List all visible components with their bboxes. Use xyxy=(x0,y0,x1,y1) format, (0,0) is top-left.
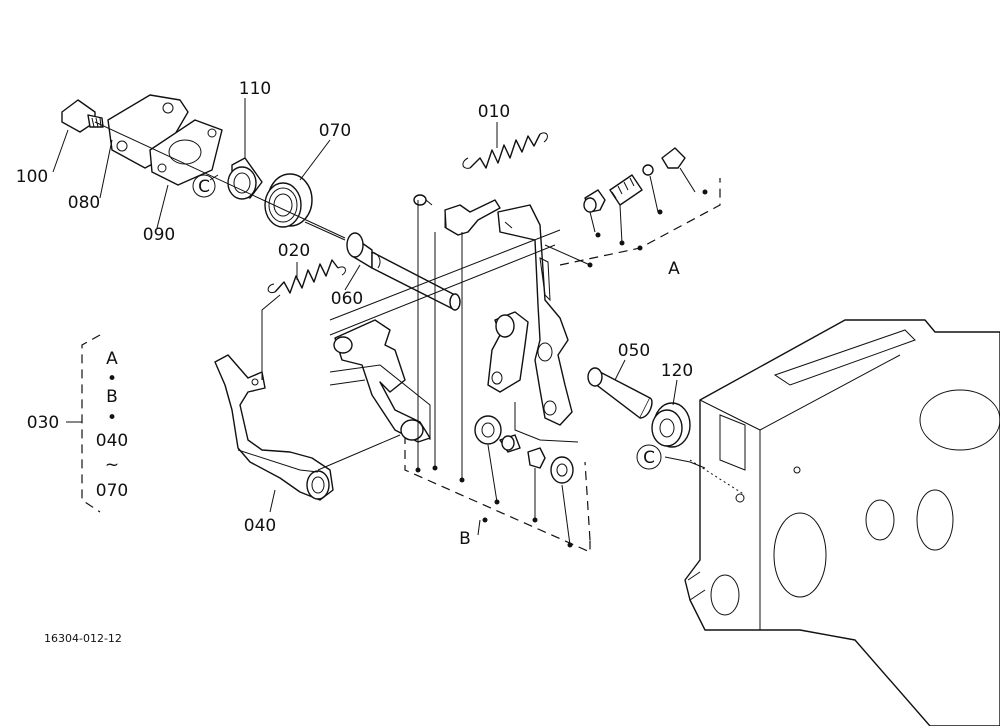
set-030-line2: B xyxy=(106,387,118,407)
group-a-parts xyxy=(583,147,686,213)
shaft-060 xyxy=(346,232,461,311)
figure-code: 16304-012-12 xyxy=(44,632,122,645)
spring-010 xyxy=(462,132,548,169)
label-070: 070 xyxy=(319,121,351,141)
set-030-callout: 030 A • B • 040 ~ 070 xyxy=(27,334,128,513)
bearing-120 xyxy=(651,402,691,448)
spring-020 xyxy=(267,259,346,294)
bearing-070 xyxy=(264,173,313,228)
marker-c-left: C xyxy=(198,177,210,197)
label-060: 060 xyxy=(331,289,363,309)
set-030-sep1: • xyxy=(107,369,117,389)
bracket-plate xyxy=(487,204,573,426)
bushing-110 xyxy=(227,157,263,200)
group-b-outline xyxy=(404,420,591,553)
part-leaders xyxy=(52,98,706,513)
label-030: 030 xyxy=(27,413,59,433)
set-030-line3: 040 xyxy=(96,431,128,451)
label-120: 120 xyxy=(661,361,693,381)
marker-c-right: C xyxy=(643,448,655,468)
marker-a: A xyxy=(668,259,680,279)
label-110: 110 xyxy=(239,79,271,99)
marker-b: B xyxy=(459,529,471,549)
lever-040 xyxy=(214,354,334,501)
leader-dots xyxy=(415,167,708,548)
lock-clip xyxy=(444,199,501,236)
engine-block xyxy=(684,319,1000,726)
set-030-sep2: • xyxy=(107,408,117,428)
marker-c-right-circle xyxy=(636,444,662,470)
set-030-line1: A xyxy=(106,349,118,369)
label-100: 100 xyxy=(16,167,48,187)
label-090: 090 xyxy=(143,225,175,245)
set-030-sep3: ~ xyxy=(105,455,119,475)
bolt-100 xyxy=(61,99,104,133)
gasket-090 xyxy=(149,119,223,186)
group-b-leader xyxy=(477,519,481,536)
label-050: 050 xyxy=(618,341,650,361)
arm-assembly xyxy=(329,319,431,443)
label-010: 010 xyxy=(478,102,510,122)
small-screw xyxy=(413,194,433,206)
label-040: 040 xyxy=(244,516,276,536)
marker-c-left-circle xyxy=(192,174,216,198)
shaft-axis xyxy=(94,121,346,239)
label-020: 020 xyxy=(278,241,310,261)
group-a-outline xyxy=(559,178,721,266)
sleeve-050 xyxy=(587,367,653,419)
group-b-parts xyxy=(474,415,574,484)
label-080: 080 xyxy=(68,193,100,213)
set-030-line4: 070 xyxy=(96,481,128,501)
